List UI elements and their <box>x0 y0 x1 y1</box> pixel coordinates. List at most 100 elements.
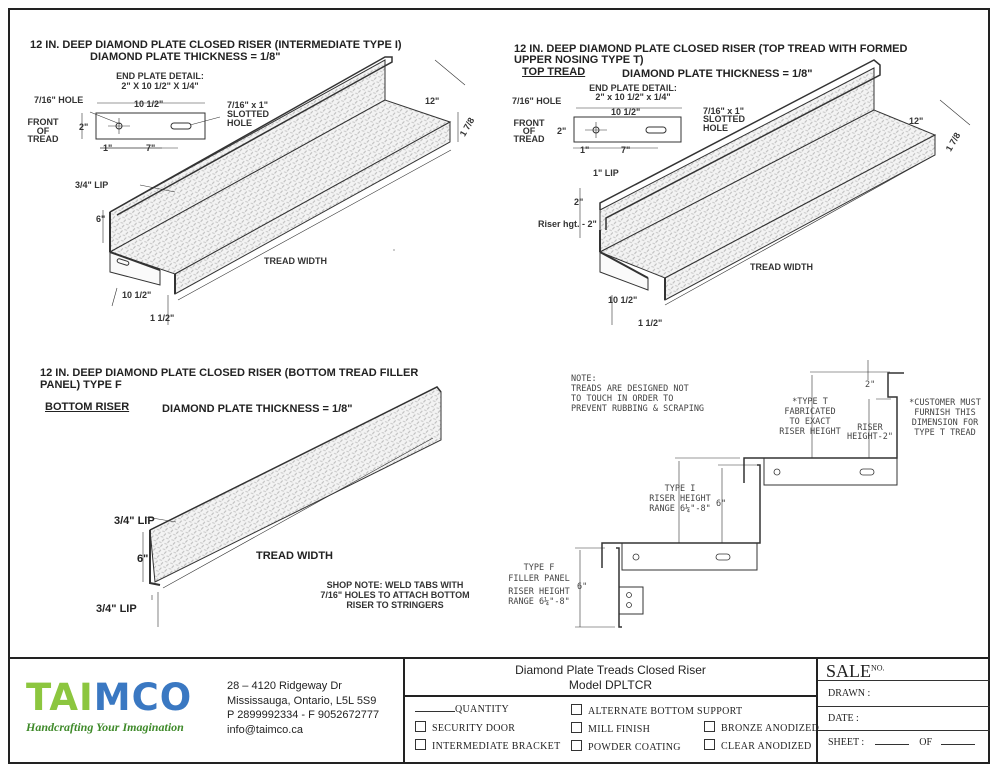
type-i-note-2: RISER HEIGHT <box>649 494 711 504</box>
shop-note-3: RISER TO STRINGERS <box>346 600 444 610</box>
option-alternate-bottom-support[interactable]: ALTERNATE BOTTOM SUPPORT <box>571 704 742 717</box>
slot-label-3: HOLE <box>227 118 253 128</box>
riser-dim: Riser hgt. - 2" <box>538 219 597 229</box>
sale-no-label: NO. <box>871 663 885 673</box>
shop-note-2: 7/16" HOLES TO ATTACH BOTTOM <box>320 590 470 600</box>
bottom-length: 10 1/2" <box>608 295 638 305</box>
customer-note-3: DIMENSION FOR <box>911 418 979 428</box>
option-label: CLEAR ANODIZED <box>721 741 812 752</box>
options-cell: QUANTITY SECURITY DOOR INTERMEDIATE BRAC… <box>405 697 819 764</box>
drawing-title: Diamond Plate Treads Closed Riser <box>515 663 706 677</box>
end-plate-dims: 2" x 10 1/2" x 1/4" <box>595 92 671 102</box>
type-f-note-2: FILLER PANEL <box>508 574 570 584</box>
intermediate-title: 12 IN. DEEP DIAMOND PLATE CLOSED RISER (… <box>30 39 402 51</box>
type-f-dim: 6" <box>577 582 588 592</box>
tread-width-label: TREAD WIDTH <box>264 256 327 266</box>
tread-width-label: TREAD WIDTH <box>256 550 333 562</box>
checkbox[interactable] <box>415 721 426 732</box>
end-plate-dims: 2" X 10 1/2" X 1/4" <box>121 81 199 91</box>
riser-dim: 6" <box>137 553 149 565</box>
bottom-gap: 1 1/2" <box>638 318 663 328</box>
checkbox[interactable] <box>704 721 715 732</box>
hole-label: 7/16" HOLE <box>512 96 562 106</box>
note-4: PREVENT RUBBING & SCRAPING <box>571 404 705 414</box>
option-intermediate-bracket[interactable]: INTERMEDIATE BRACKET <box>415 739 561 752</box>
quantity-field[interactable]: QUANTITY <box>415 704 509 715</box>
bottom-gap: 1 1/2" <box>150 313 175 323</box>
bottom-riser-thickness: DIAMOND PLATE THICKNESS = 1/8" <box>162 403 353 415</box>
depth-12: 12" <box>909 116 924 126</box>
customer-note-4: TYPE T TREAD <box>914 428 976 438</box>
logo-wordmark: TAIMCO <box>26 676 193 719</box>
model-number: Model DPLTCR <box>568 678 653 692</box>
sale-no-cell: SALENO. <box>818 659 990 681</box>
sale-label: SALE <box>826 661 871 681</box>
phone-fax: P 2899992334 - F 9052672777 <box>227 709 380 721</box>
dim-7: 7" <box>621 145 631 155</box>
note-1: NOTE: <box>571 374 597 384</box>
option-label: BRONZE ANODIZED <box>721 723 820 734</box>
checkbox[interactable] <box>571 722 582 733</box>
customer-note-1: *CUSTOMER MUST <box>909 398 981 408</box>
slot-label-2: SLOTTED <box>703 114 745 124</box>
option-powder-coating[interactable]: POWDER COATING <box>571 740 681 753</box>
plate-length: 10 1/2" <box>134 99 164 109</box>
sheet-cell[interactable]: SHEET : OF <box>818 731 990 764</box>
front-label-1: FRONT <box>27 117 59 127</box>
upper-dim: 2" <box>574 197 584 207</box>
option-label: INTERMEDIATE BRACKET <box>432 741 561 752</box>
option-label: ALTERNATE BOTTOM SUPPORT <box>588 706 743 717</box>
bottom-riser-subtitle: BOTTOM RISER <box>45 401 130 413</box>
slot-label-3: HOLE <box>703 123 729 133</box>
front-label-3: TREAD <box>27 134 59 144</box>
option-clear-anodized[interactable]: CLEAR ANODIZED <box>704 739 812 752</box>
option-bronze-anodized[interactable]: BRONZE ANODIZED <box>704 721 819 734</box>
note-3: TO TOUCH IN ORDER TO <box>571 394 674 404</box>
type-t-note-1: *TYPE T <box>792 397 828 407</box>
intermediate-riser-drawing <box>81 56 466 325</box>
plate-height: 2" <box>79 122 89 132</box>
drawing-title-cell: Diamond Plate Treads Closed Riser Model … <box>405 659 818 697</box>
type-t-note-4: RISER HEIGHT <box>779 427 841 437</box>
option-mill-finish[interactable]: MILL FINISH <box>571 722 650 735</box>
type-f-note-3: RISER HEIGHT <box>508 587 570 597</box>
top-tread-thickness: DIAMOND PLATE THICKNESS = 1/8" <box>622 68 813 80</box>
option-label: POWDER COATING <box>588 742 681 753</box>
dim-7: 7" <box>146 143 156 153</box>
intermediate-thickness: DIAMOND PLATE THICKNESS = 1/8" <box>90 51 281 63</box>
front-label-2: OF <box>36 126 50 136</box>
type-t-note-3: TO EXACT <box>789 417 831 427</box>
address-line-1: 28 – 4120 Ridgeway Dr <box>227 680 342 692</box>
customer-note-2: FURNISH THIS <box>914 408 976 418</box>
option-label: MILL FINISH <box>588 724 651 735</box>
checkbox[interactable] <box>704 739 715 750</box>
top-dim: 2" <box>865 380 876 390</box>
drawn-cell[interactable]: DRAWN : <box>818 681 990 707</box>
option-security-door[interactable]: SECURITY DOOR <box>415 721 515 734</box>
email-address[interactable]: info@taimco.ca <box>227 723 303 736</box>
checkbox[interactable] <box>571 704 582 715</box>
end-plate-title: END PLATE DETAIL: <box>589 83 677 93</box>
hole-label: 7/16" HOLE <box>34 95 84 105</box>
bottom-riser-title-1: 12 IN. DEEP DIAMOND PLATE CLOSED RISER (… <box>40 367 419 379</box>
company-address: 28 – 4120 Ridgeway Dr Mississauga, Ontar… <box>227 679 379 737</box>
drawn-label: DRAWN : <box>828 688 871 699</box>
shop-note-1: SHOP NOTE: WELD TABS WITH <box>326 580 464 590</box>
bottom-riser-drawing <box>142 386 442 627</box>
checkbox[interactable] <box>571 740 582 751</box>
top-tread-subtitle: TOP TREAD <box>522 66 586 78</box>
checkbox[interactable] <box>415 739 426 750</box>
top-tread-title-2: UPPER NOSING TYPE T) <box>514 54 644 66</box>
title-block: TAIMCO Handcrafting Your Imagination 28 … <box>8 657 990 766</box>
slot-label-2: SLOTTED <box>227 109 269 119</box>
stair-profile-drawing <box>575 360 904 628</box>
date-cell[interactable]: DATE : <box>818 707 990 731</box>
date-label: DATE : <box>828 713 859 724</box>
logo-tagline: Handcrafting Your Imagination <box>26 720 184 734</box>
drawing-frame <box>8 8 990 764</box>
type-i-note-3: RANGE 6¼"-8" <box>649 504 711 514</box>
riser-dim: 6" <box>96 214 106 224</box>
of-label: OF <box>919 737 933 748</box>
note-2: TREADS ARE DESIGNED NOT <box>571 384 689 394</box>
